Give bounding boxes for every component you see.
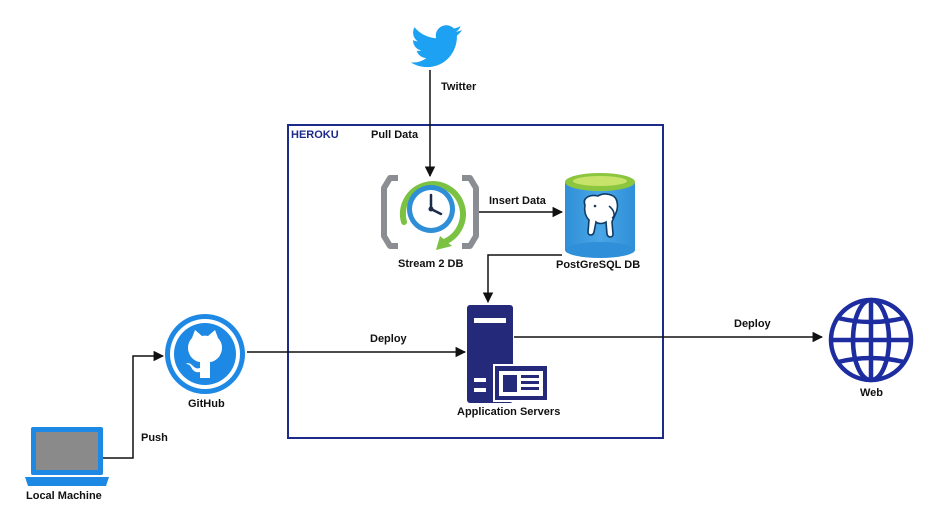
twitter-label: Twitter: [441, 81, 477, 93]
push-label: Push: [141, 432, 168, 444]
postgresql-database-icon: [565, 173, 635, 258]
laptop-icon: [25, 427, 109, 486]
app-servers-label: Application Servers: [457, 406, 561, 418]
pull-data-label: Pull Data: [371, 129, 419, 141]
server-icon: [467, 305, 549, 403]
edge-local-github: [103, 350, 165, 459]
connectors: [103, 70, 824, 459]
postgres-label: PostGreSQL DB: [556, 259, 641, 271]
twitter-bird-icon: [410, 25, 462, 68]
github-octocat-icon: [165, 314, 245, 394]
heroku-container-label: HEROKU: [291, 129, 339, 141]
heroku-container: [287, 124, 664, 439]
stream-label: Stream 2 DB: [398, 258, 464, 270]
insert-data-label: Insert Data: [489, 195, 546, 207]
github-label: GitHub: [188, 398, 225, 410]
deploy-web-label: Deploy: [734, 318, 771, 330]
local-machine-label: Local Machine: [26, 490, 102, 502]
deploy-internal-label: Deploy: [370, 333, 407, 345]
globe-icon: [828, 297, 914, 383]
edge-postgres-app: [482, 254, 562, 304]
scheduler-clock-icon: [381, 175, 479, 250]
web-label: Web: [860, 387, 884, 399]
